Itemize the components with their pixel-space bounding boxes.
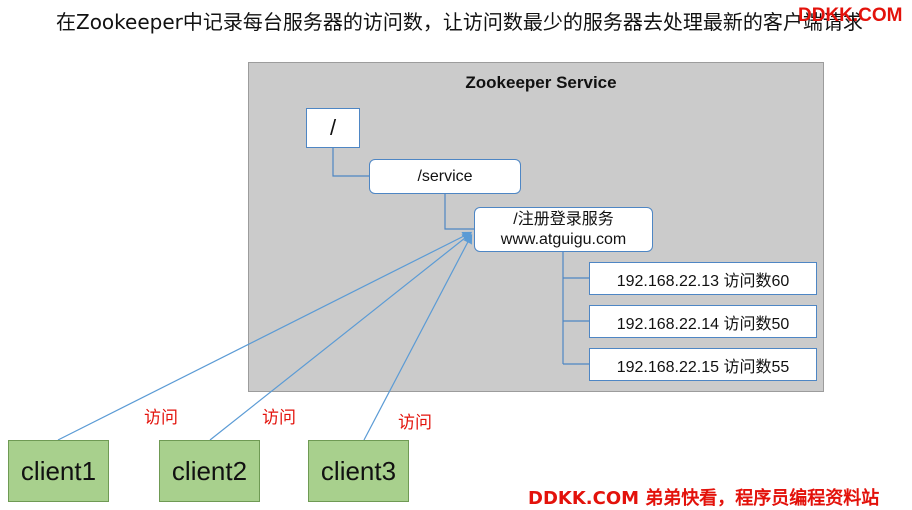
page-heading: 在Zookeeper中记录每台服务器的访问数，让访问数最少的服务器去处理最新的客… — [56, 10, 863, 34]
client-box-3: client3 — [308, 440, 409, 502]
server-node-1: 192.168.22.13 访问数60 — [589, 262, 817, 295]
watermark-top: DDKK.COM — [798, 5, 903, 26]
client-box-1: client1 — [8, 440, 109, 502]
watermark-bottom: DDKK.COM 弟弟快看，程序员编程资料站 — [528, 488, 880, 509]
visit-label-3: 访问 — [398, 413, 432, 433]
register-node-url: www.atguigu.com — [500, 230, 627, 248]
root-znode: / — [306, 108, 360, 148]
server-node-3: 192.168.22.15 访问数55 — [589, 348, 817, 381]
service-title: Zookeeper Service — [465, 73, 617, 92]
register-node-name: /注册登录服务 — [513, 210, 614, 228]
client-box-2: client2 — [159, 440, 260, 502]
service-znode: /service — [369, 159, 521, 194]
visit-label-2: 访问 — [262, 408, 296, 428]
visit-label-1: 访问 — [144, 408, 178, 428]
server-node-2: 192.168.22.14 访问数50 — [589, 305, 817, 338]
register-service-znode: /注册登录服务 www.atguigu.com — [474, 207, 653, 252]
